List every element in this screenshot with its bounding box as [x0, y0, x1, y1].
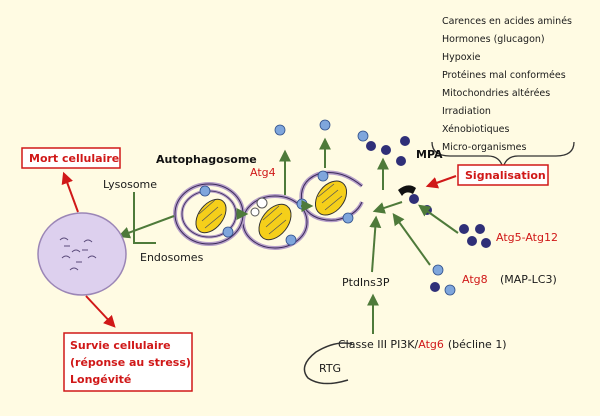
light-dot: [342, 212, 354, 224]
ptdins3p-arrow: [369, 215, 382, 273]
mpa-to-phagophore-arrow: [372, 201, 403, 214]
survie-line-1: Survie cellulaire: [70, 339, 171, 352]
mpa-icon: [398, 185, 416, 196]
mitochondrion: [195, 198, 227, 234]
lysosome-endosome-connector: [133, 192, 156, 244]
light-dot: [285, 234, 297, 246]
light-dot: [222, 226, 234, 238]
survie-cellulaire-box: [63, 332, 193, 392]
light-dot: [319, 119, 331, 131]
stress-item: Carences en acides aminés: [442, 16, 572, 27]
dark-dot: [381, 145, 391, 155]
stress-item: Protéines mal conformées: [442, 70, 566, 81]
stress-item: Irradiation: [442, 106, 491, 117]
signalisation-arrow: [425, 175, 457, 189]
survie-line-3: Longévité: [70, 373, 131, 386]
stress-item: Hypoxie: [442, 52, 481, 63]
dark-dot: [400, 136, 410, 146]
mort-cellulaire-box: [21, 147, 121, 169]
classe-iii-label: Classe III PI3K/Atg6 (bécline 1): [338, 338, 507, 351]
stress-item: Micro-organismes: [442, 142, 526, 153]
light-dot: [357, 130, 369, 142]
classe-prefix: Classe III PI3K/: [338, 338, 419, 351]
endosomes-label: Endosomes: [140, 251, 204, 264]
ptdins3p-label: PtdIns3P: [342, 276, 390, 289]
survie-line-2: (réponse au stress): [70, 356, 191, 369]
light-dot: [432, 264, 444, 276]
light-dot: [444, 284, 456, 296]
mitochondrion: [258, 203, 292, 241]
stress-item: Hormones (glucagon): [442, 34, 545, 45]
atg4-label: Atg4: [250, 166, 276, 179]
atg8-cluster: [430, 264, 456, 296]
lysosome-label: Lysosome: [103, 178, 157, 191]
stress-item: Mitochondries altérées: [442, 88, 550, 99]
autophagosome-to-cell-arrow: [117, 215, 175, 239]
atg8-label: Atg8: [462, 273, 488, 286]
dark-dot: [467, 236, 477, 246]
light-dot: [296, 198, 308, 210]
dark-dot: [481, 238, 491, 248]
cell-to-survival-arrow: [85, 295, 116, 328]
dark-dot: [475, 224, 485, 234]
rtg-curl: [303, 342, 353, 385]
signalisation-label: Signalisation: [465, 169, 546, 182]
cell-to-death-arrow: [61, 171, 79, 213]
closing-autophagosome: [241, 194, 309, 250]
atg6-label: Atg6: [418, 338, 444, 351]
atg5-atg12-arrow: [418, 204, 459, 234]
autolysosome-cell: [37, 212, 127, 296]
mpa-label: MPA: [416, 148, 443, 161]
stress-item: Xénobiotiques: [442, 124, 510, 135]
signalisation-box: [457, 164, 549, 186]
mort-cellulaire-label: Mort cellulaire: [29, 152, 119, 165]
rtg-label: RTG: [319, 362, 341, 375]
atg5-atg12-label: Atg5-Atg12: [496, 231, 558, 244]
phagophore: [299, 170, 364, 224]
dark-dot: [409, 194, 419, 204]
light-dot: [274, 124, 286, 136]
classe-suffix: (bécline 1): [448, 338, 507, 351]
atg5-atg12-cluster: [459, 224, 491, 248]
dark-dot: [396, 156, 406, 166]
autophagosome-label: Autophagosome: [156, 153, 257, 166]
dark-dot: [366, 141, 376, 151]
atg8-arrow: [392, 213, 431, 266]
stress-list: Carences en acides aminés Hormones (gluc…: [442, 16, 572, 153]
mature-autophagosome: [173, 182, 245, 246]
dark-dot: [430, 282, 440, 292]
atg8-suffix: (MAP-LC3): [500, 273, 557, 286]
mitochondrion: [314, 180, 348, 216]
light-dot: [199, 185, 211, 197]
dark-dot: [459, 224, 469, 234]
light-dot: [317, 170, 329, 182]
